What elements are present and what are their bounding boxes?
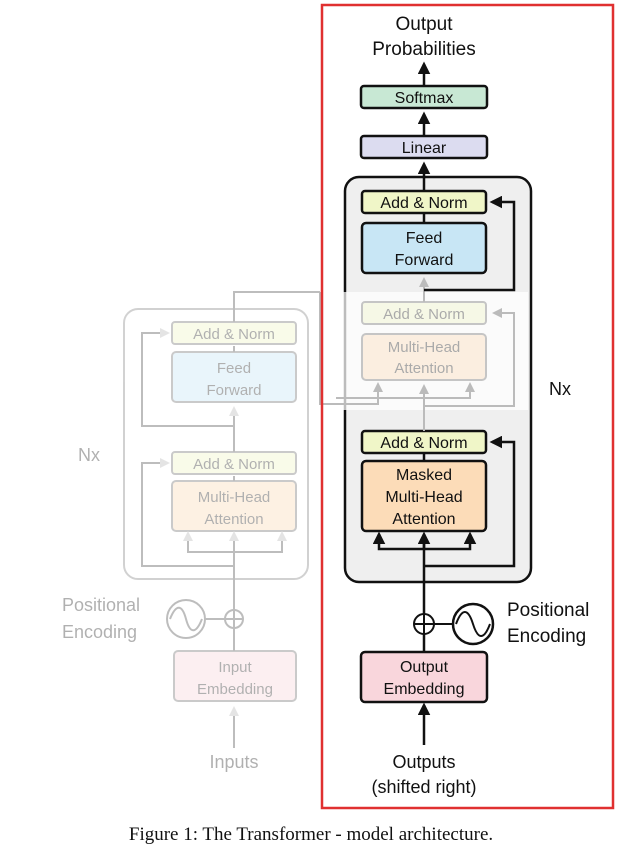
svg-text:Embedding: Embedding <box>384 681 465 698</box>
encoder-add-norm-1: Add & Norm <box>171 451 297 475</box>
svg-text:Multi-Head: Multi-Head <box>385 489 462 506</box>
svg-text:Attention: Attention <box>394 360 453 377</box>
encoder-add-circle-icon <box>224 609 244 629</box>
encoder-sine-wave-icon <box>166 599 206 639</box>
svg-text:Feed: Feed <box>406 230 442 247</box>
decoder-output-probabilities-label: Output <box>395 14 453 35</box>
svg-text:Encoding: Encoding <box>62 622 137 642</box>
svg-text:Add & Norm: Add & Norm <box>193 326 275 343</box>
figure-caption: Figure 1: The Transformer - model archit… <box>129 824 493 845</box>
decoder-masked-multi-head-attention: Masked Multi-Head Attention <box>360 459 488 533</box>
svg-text:Forward: Forward <box>206 382 261 399</box>
svg-text:Feed: Feed <box>217 360 251 377</box>
decoder-feed-forward: Feed Forward <box>360 221 488 275</box>
svg-text:Attention: Attention <box>392 511 455 528</box>
decoder-softmax: Softmax <box>359 84 489 110</box>
svg-text:Softmax: Softmax <box>395 90 454 107</box>
svg-text:Probabilities: Probabilities <box>372 39 476 60</box>
svg-text:Add & Norm: Add & Norm <box>193 456 275 473</box>
encoder-positional-encoding-label: Positional <box>62 595 140 615</box>
encoder-layer-stack <box>123 308 309 580</box>
svg-text:Encoding: Encoding <box>507 626 586 647</box>
svg-text:Multi-Head: Multi-Head <box>198 489 271 506</box>
svg-text:Linear: Linear <box>402 140 447 157</box>
svg-text:Input: Input <box>218 659 252 676</box>
svg-text:Forward: Forward <box>395 252 454 269</box>
decoder-add-circle-icon <box>413 613 435 635</box>
svg-text:Add & Norm: Add & Norm <box>383 306 465 323</box>
svg-text:(shifted right): (shifted right) <box>371 777 476 797</box>
decoder-outputs-label: Outputs <box>392 752 455 772</box>
decoder-n-label: Nx <box>549 379 571 399</box>
encoder-add-norm-2: Add & Norm <box>171 321 297 345</box>
svg-text:Embedding: Embedding <box>197 681 273 698</box>
svg-text:Masked: Masked <box>396 467 452 484</box>
encoder-n-label: Nx <box>78 445 100 465</box>
encoder-multi-head-attention: Multi-Head Attention <box>171 480 297 532</box>
encoder: Inputs Input Embedding Positional Encodi… <box>62 291 320 772</box>
encoder-feed-forward: Feed Forward <box>171 351 297 403</box>
decoder-multi-head-attention: Multi-Head Attention <box>361 333 487 381</box>
svg-text:Add & Norm: Add & Norm <box>380 195 467 212</box>
decoder-add-norm-2: Add & Norm <box>361 301 487 325</box>
svg-text:Output: Output <box>400 659 449 676</box>
encoder-input-embedding: Input Embedding <box>173 650 297 702</box>
decoder-output-embedding: Output Embedding <box>359 650 489 704</box>
decoder: Outputs (shifted right) Output Embedding… <box>319 14 589 797</box>
decoder-sine-wave-icon <box>451 602 495 646</box>
svg-text:Multi-Head: Multi-Head <box>388 339 461 356</box>
svg-text:Add & Norm: Add & Norm <box>380 435 467 452</box>
decoder-highlight-frame <box>320 3 615 810</box>
decoder-positional-encoding-label: Positional <box>507 600 589 621</box>
decoder-linear: Linear <box>359 134 489 160</box>
encoder-inputs-label: Inputs <box>209 752 258 772</box>
decoder-add-norm-1: Add & Norm <box>360 429 488 455</box>
decoder-add-norm-3: Add & Norm <box>360 189 488 215</box>
svg-text:Attention: Attention <box>204 511 263 528</box>
